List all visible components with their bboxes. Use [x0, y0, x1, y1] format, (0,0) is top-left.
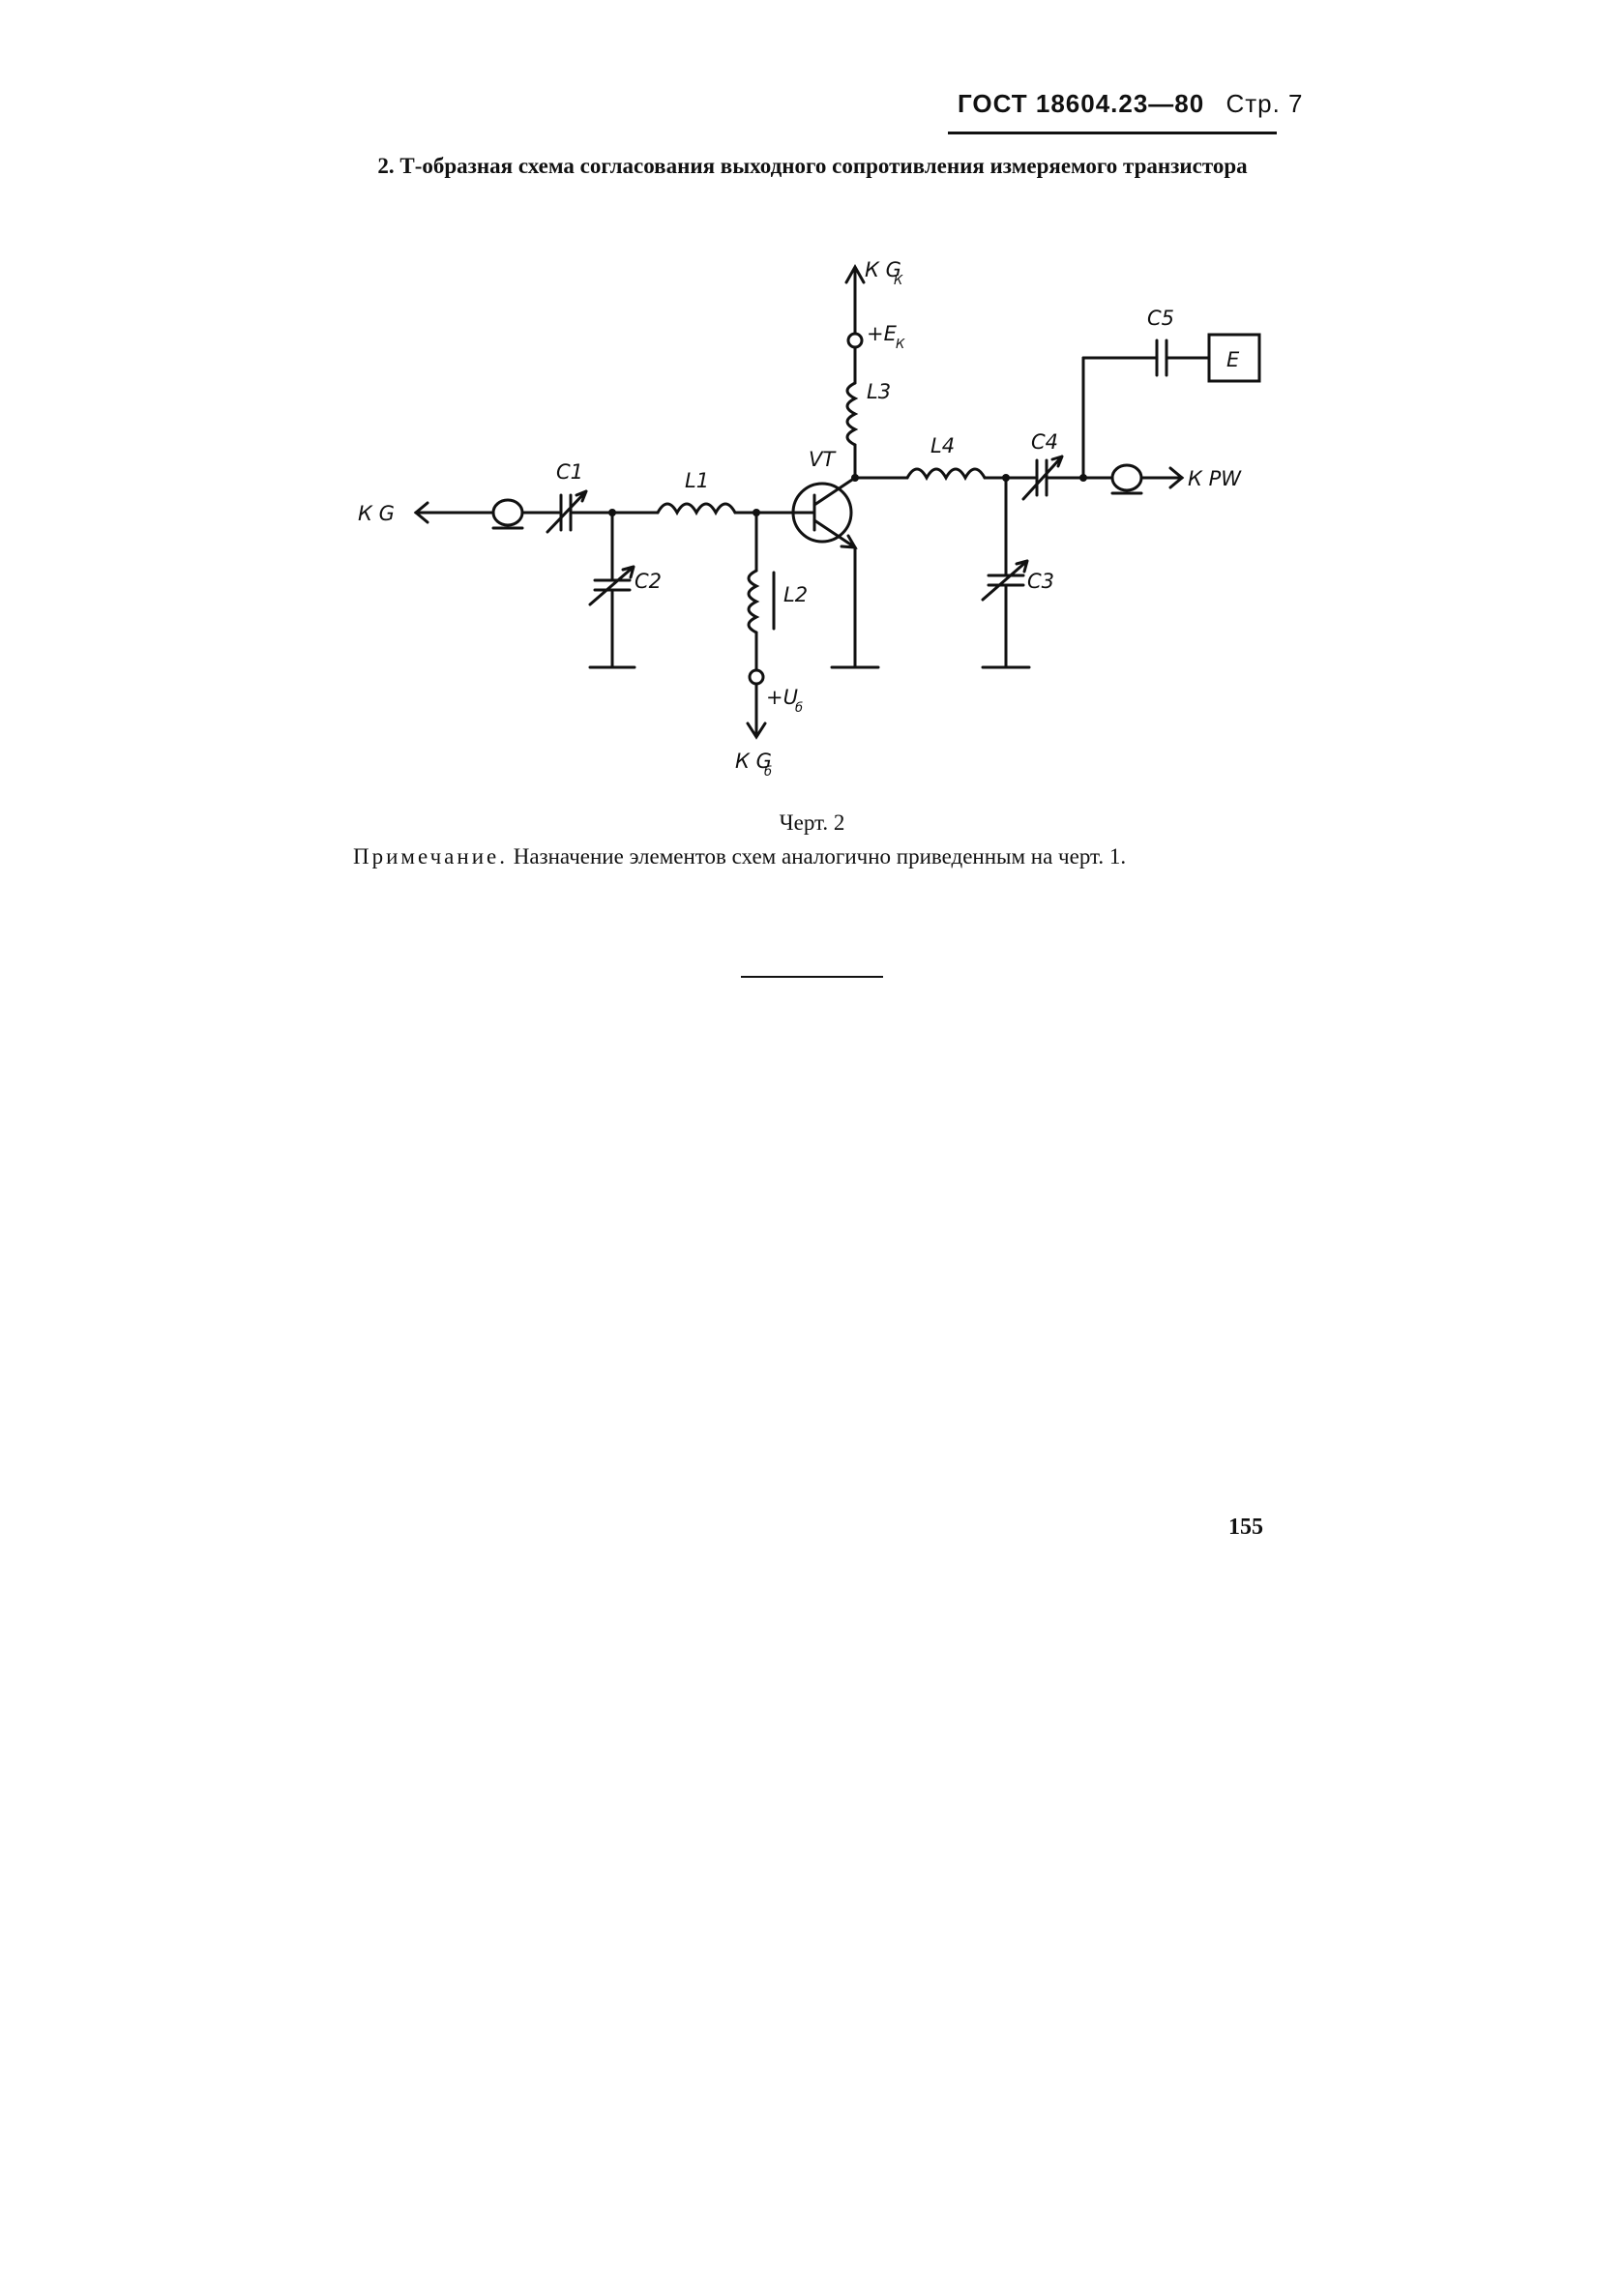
label-c3: C3: [1027, 570, 1054, 593]
label-l4: L4: [930, 434, 955, 457]
label-to-gk: К G: [865, 258, 901, 281]
label-to-pw: К PW: [1188, 467, 1242, 490]
inductor-l3: [845, 381, 859, 447]
label-c5: C5: [1147, 307, 1174, 330]
transistor-vt: [791, 482, 853, 544]
output-connector: [1110, 463, 1143, 492]
page-header: ГОСТ 18604.23—80 Стр. 7: [958, 89, 1303, 119]
label-c2: C2: [635, 570, 662, 593]
junction: [1002, 474, 1010, 482]
label-c1: C1: [556, 460, 583, 484]
supply-terminal: [846, 332, 864, 349]
label-l2: L2: [783, 583, 808, 606]
label-ek-sub: К: [896, 338, 905, 352]
label-to-g: К G: [358, 502, 395, 525]
figure-caption: Черт. 2: [779, 810, 845, 835]
label-ub-sub: б: [795, 701, 803, 716]
note-lead: Примечание.: [353, 844, 508, 868]
label-e: E: [1226, 348, 1240, 371]
inductor-l2: [747, 569, 760, 634]
note-paragraph: Примечание. Назначение элементов схем ан…: [353, 845, 1267, 868]
label-gk-sub: К: [894, 274, 903, 288]
junction: [608, 509, 616, 516]
label-ek: +E: [867, 322, 898, 345]
label-to-gb: К G: [735, 750, 772, 773]
input-connector: [491, 498, 524, 527]
t-matching-circuit-diagram: К G C1 L1 C2 L2 +U б К G б VT К G К +E К…: [358, 258, 1261, 780]
page-number: 155: [1228, 1515, 1263, 1540]
label-vt: VT: [809, 448, 837, 471]
junction: [753, 509, 760, 516]
end-rule: [741, 976, 883, 978]
capacitor-c4: [1021, 455, 1064, 501]
label-l3: L3: [867, 380, 891, 403]
supply-arrow: [844, 263, 866, 336]
standard-number: ГОСТ 18604.23—80: [958, 89, 1205, 118]
transistor-collector: [812, 476, 857, 507]
page-reference: Стр. 7: [1225, 89, 1304, 118]
output-arrow: [1168, 466, 1185, 489]
label-gb-sub: б: [764, 765, 772, 780]
note-text: Назначение элементов схем аналогично при…: [507, 844, 1127, 868]
label-l1: L1: [685, 469, 709, 492]
bias-arrow: [746, 683, 767, 740]
indicator-e-box: [1207, 333, 1261, 383]
section-heading: 2. Т-образная схема согласования выходно…: [377, 154, 1248, 178]
inductor-l1: [656, 502, 737, 516]
label-c4: C4: [1031, 430, 1058, 454]
header-rule: [948, 132, 1277, 134]
bias-terminal: [748, 668, 765, 686]
inductor-l4: [905, 467, 987, 482]
junction: [1079, 474, 1087, 482]
junction: [851, 474, 859, 482]
label-ub: +U: [766, 686, 798, 709]
capacitor-c1: [546, 489, 588, 534]
